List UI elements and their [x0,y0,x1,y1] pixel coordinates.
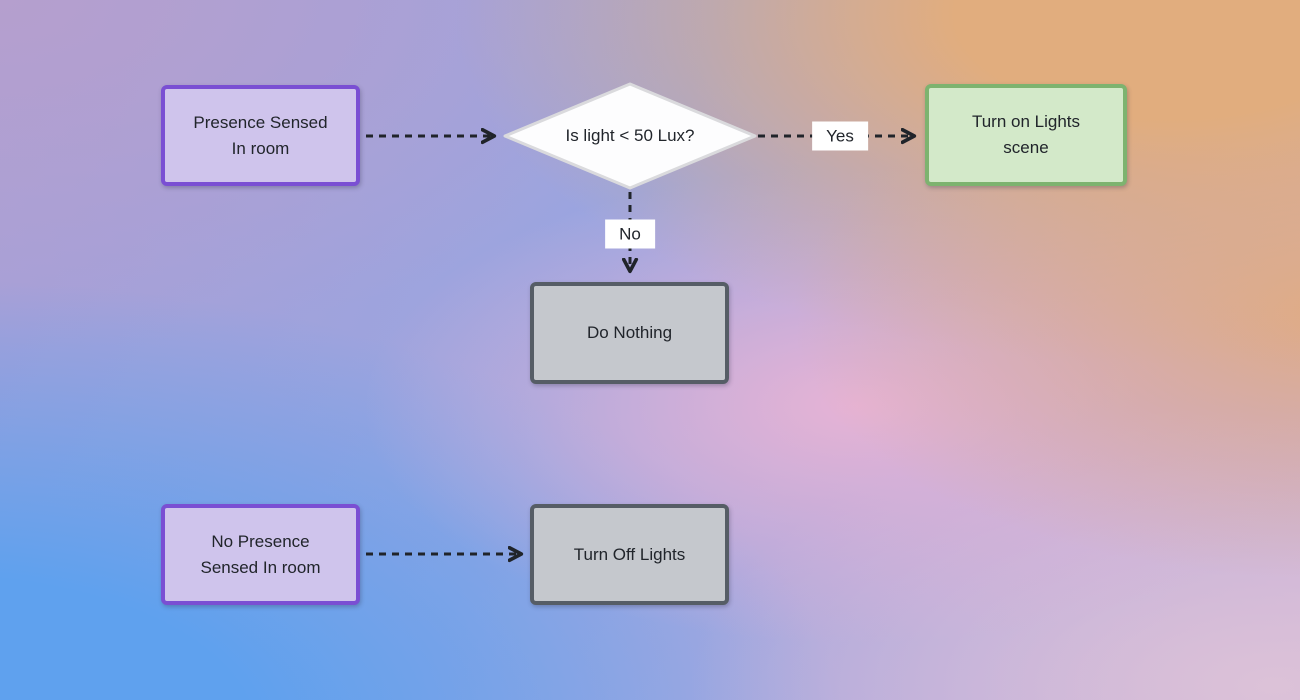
edge-label-yes: Yes [812,121,868,151]
diamond-shape [503,82,757,190]
node-do-nothing: Do Nothing [530,282,729,384]
node-turn-off-lights-label: Turn Off Lights [573,544,686,564]
node-presence-sensed: Presence Sensed In room [161,85,360,186]
node-light-check: Is light < 50 Lux? [500,79,760,193]
node-do-nothing-label: Do Nothing [586,323,673,342]
node-no-presence-label: No Presence Sensed In room [200,531,321,577]
node-light-check-label: Is light < 50 Lux? [565,126,695,145]
node-turn-on-lights-label: Turn on Lights scene [971,112,1081,157]
node-turn-on-lights: Turn on Lights scene [925,84,1127,186]
node-no-presence: No Presence Sensed In room [161,504,360,605]
node-presence-sensed-label: Presence Sensed In room [193,112,328,158]
node-turn-off-lights: Turn Off Lights [530,504,729,605]
edge-label-no: No [605,219,655,249]
